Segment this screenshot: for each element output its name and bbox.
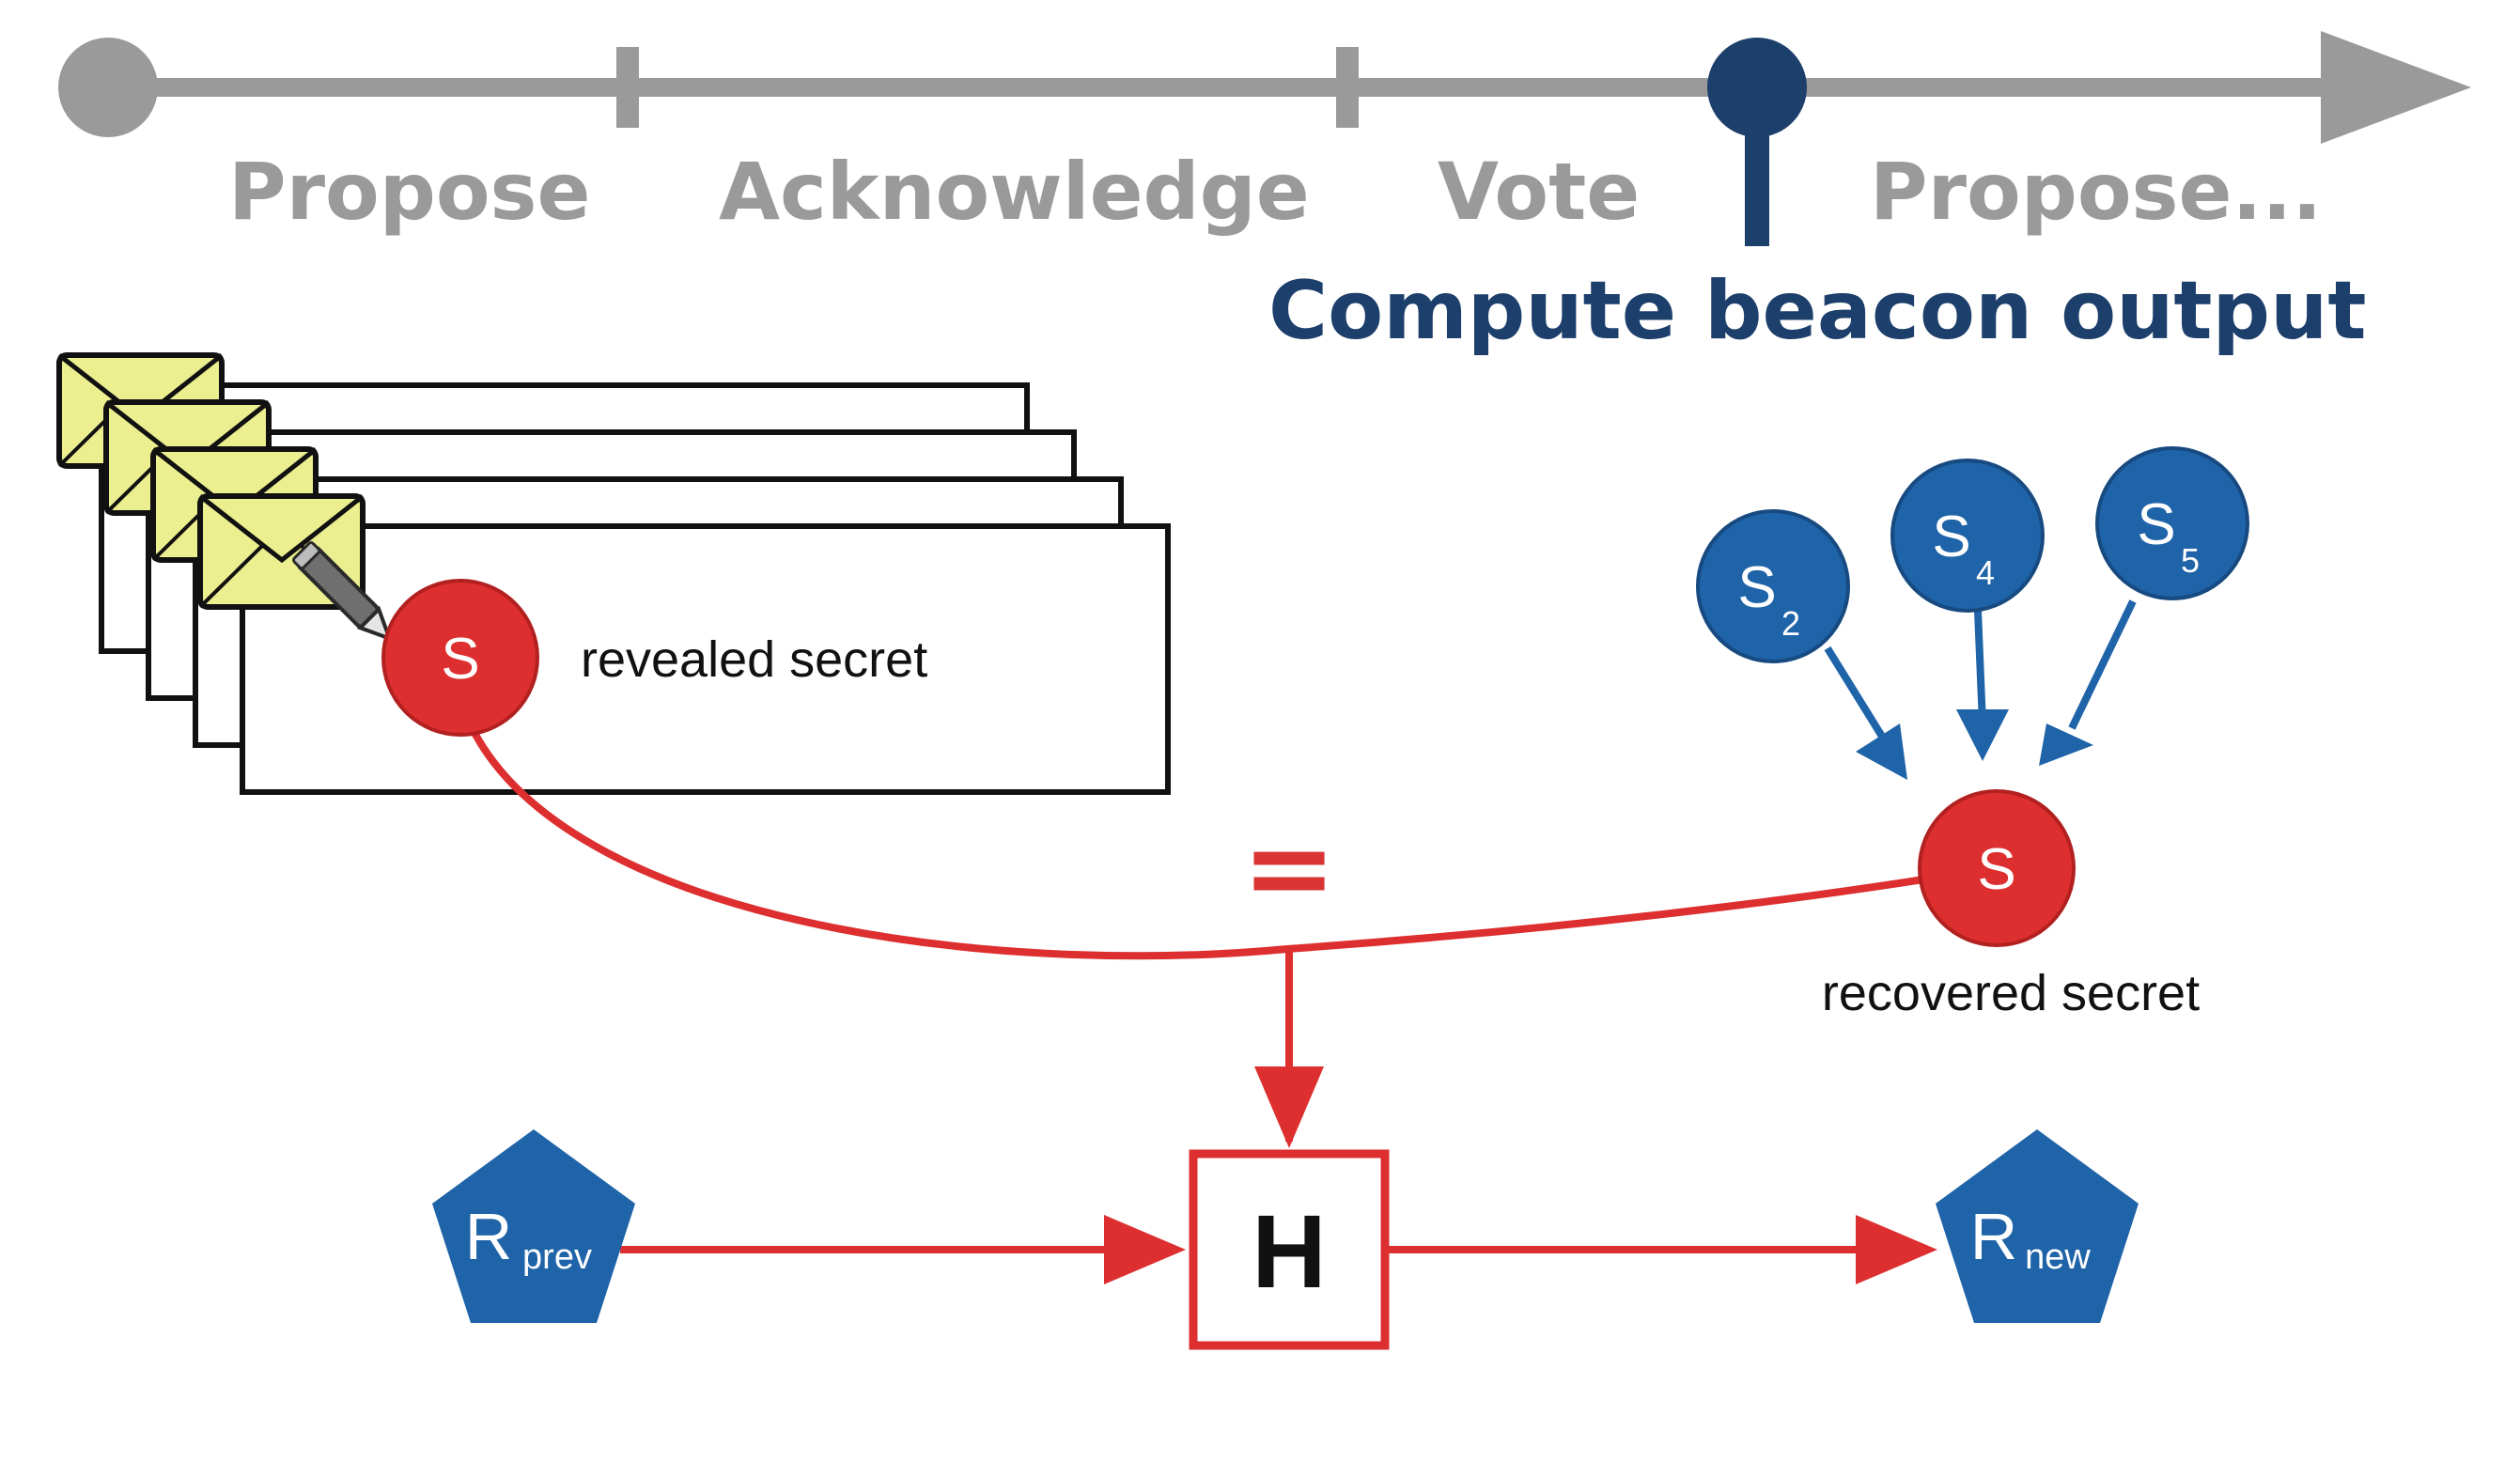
share-arrows: [1824, 599, 2137, 780]
rprev-to-hash-arrowhead: [1104, 1215, 1186, 1284]
pencil-icon: [292, 541, 393, 642]
r-new-letter: R: [1970, 1200, 2018, 1273]
r-new-pentagon: R new: [1936, 1129, 2139, 1323]
share-letter: S: [1932, 505, 1970, 569]
share-node-s5: S 5: [2095, 446, 2249, 600]
revealed-secret-node: S: [381, 579, 539, 737]
revealed-secret-letter: S: [441, 627, 479, 692]
revealed-secret-label: revealed secret: [581, 631, 927, 688]
message-stack: revealed secret: [56, 352, 1171, 795]
phase-label-propose-next: Propose...: [1870, 146, 2322, 238]
share-letter: S: [2137, 492, 2175, 557]
equals-sign: =: [1242, 803, 1337, 934]
message-card-front: revealed secret: [197, 493, 1171, 795]
current-step-label: Compute beacon output: [1268, 264, 2366, 358]
timeline-tick-2: [1336, 47, 1359, 128]
timeline-tick-1: [616, 47, 639, 128]
recovered-secret-node: S: [1918, 789, 2076, 947]
secret-to-hash-arrowhead: [1254, 1066, 1324, 1148]
r-prev-subscript: prev: [522, 1237, 592, 1277]
hash-to-rnew-arrowhead: [1856, 1215, 1937, 1284]
phase-label-acknowledge: Acknowledge: [719, 146, 1310, 238]
r-new-subscript: new: [2025, 1237, 2091, 1277]
equality-link: =: [466, 722, 1960, 960]
recovered-secret-letter: S: [1977, 837, 2015, 902]
current-step-marker: [1707, 38, 1807, 137]
share-subscript: 4: [1976, 553, 1995, 592]
r-prev-letter: R: [465, 1200, 513, 1273]
r-prev-pentagon: R prev: [432, 1129, 635, 1323]
revealed-to-recovered-curve: [466, 722, 1960, 960]
hash-letter: H: [1252, 1194, 1326, 1310]
phase-label-vote: Vote: [1438, 146, 1640, 238]
timeline-start-dot: [58, 38, 158, 137]
share-node-s2: S 2: [1696, 509, 1850, 663]
recovered-secret-label: recovered secret: [1822, 965, 2200, 1021]
phase-label-propose: Propose: [228, 146, 591, 238]
share-subscript: 2: [1781, 604, 1800, 643]
timeline-arrowhead: [2321, 31, 2471, 144]
share-subscript: 5: [2181, 541, 2200, 580]
share-letter: S: [1737, 555, 1776, 620]
share-node-s4: S 4: [1890, 459, 2045, 613]
timeline: Propose Acknowledge Vote Propose... Comp…: [58, 31, 2471, 358]
hash-box: H: [1189, 1149, 1390, 1350]
